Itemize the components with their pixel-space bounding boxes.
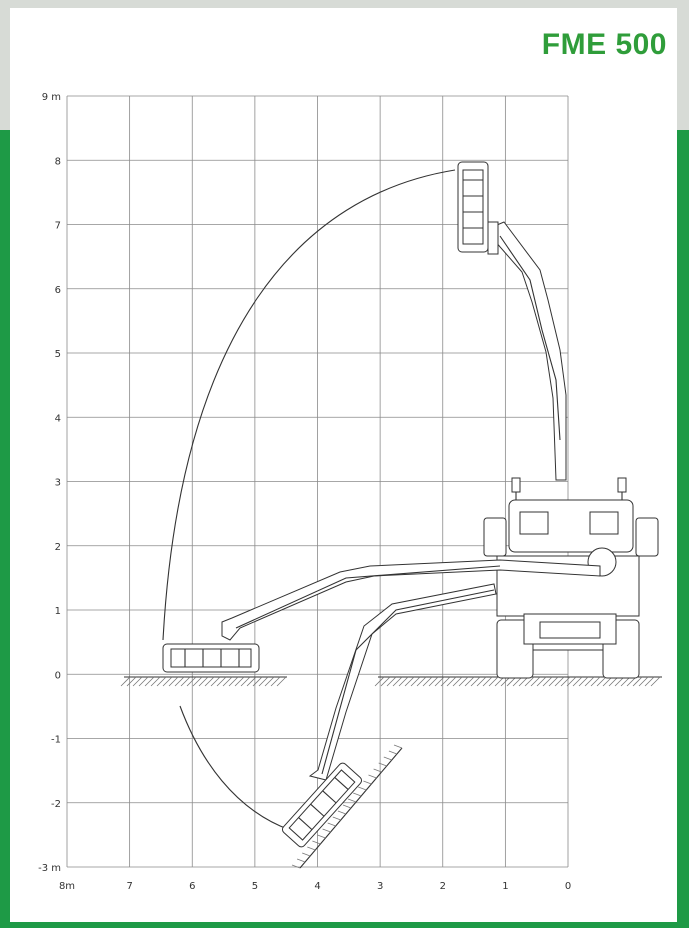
reach-arc-upper <box>162 169 456 641</box>
grid <box>66 95 569 868</box>
product-title: FME 500 <box>541 28 667 61</box>
mower-head-vertical <box>457 161 489 253</box>
y-tick-label: 1 <box>55 606 61 617</box>
x-axis-ticks: 8m 7 6 5 4 3 2 1 0 <box>59 881 571 892</box>
x-tick-label: 4 <box>314 881 320 892</box>
y-tick-label: 7 <box>55 221 61 232</box>
reach-arc-lower <box>179 705 291 831</box>
y-tick-label: 5 <box>55 349 61 360</box>
ground-slope <box>291 744 403 869</box>
x-tick-label: 0 <box>565 881 571 892</box>
x-tick-label: 5 <box>252 881 258 892</box>
mower-head-horizontal <box>162 643 260 673</box>
ground-left <box>120 676 287 687</box>
y-tick-label: -1 <box>51 735 61 746</box>
mower-head-slope <box>281 762 363 848</box>
y-axis-ticks: 9 m 8 7 6 5 4 3 2 1 0 -1 -2 -3 m <box>38 92 61 874</box>
y-tick-label: 2 <box>55 542 61 553</box>
x-tick-label: 3 <box>377 881 383 892</box>
x-tick-label: 7 <box>126 881 132 892</box>
x-tick-label: 1 <box>502 881 508 892</box>
y-tick-label: 9 m <box>42 92 61 103</box>
y-tick-label: 8 <box>55 156 61 167</box>
arm-slope-position <box>308 583 497 781</box>
tractor-rear-view <box>483 477 659 679</box>
y-tick-label: 0 <box>55 670 61 681</box>
y-tick-label: 3 <box>55 478 61 489</box>
x-tick-label: 2 <box>440 881 446 892</box>
y-tick-label: -2 <box>51 799 61 810</box>
x-tick-label: 8m <box>59 881 75 892</box>
y-tick-label: 6 <box>55 285 61 296</box>
arm-horizontal-position <box>221 559 601 641</box>
x-tick-label: 6 <box>189 881 195 892</box>
y-tick-label: -3 m <box>38 863 61 874</box>
y-tick-label: 4 <box>55 413 61 424</box>
arm-vertical-position <box>487 221 567 481</box>
